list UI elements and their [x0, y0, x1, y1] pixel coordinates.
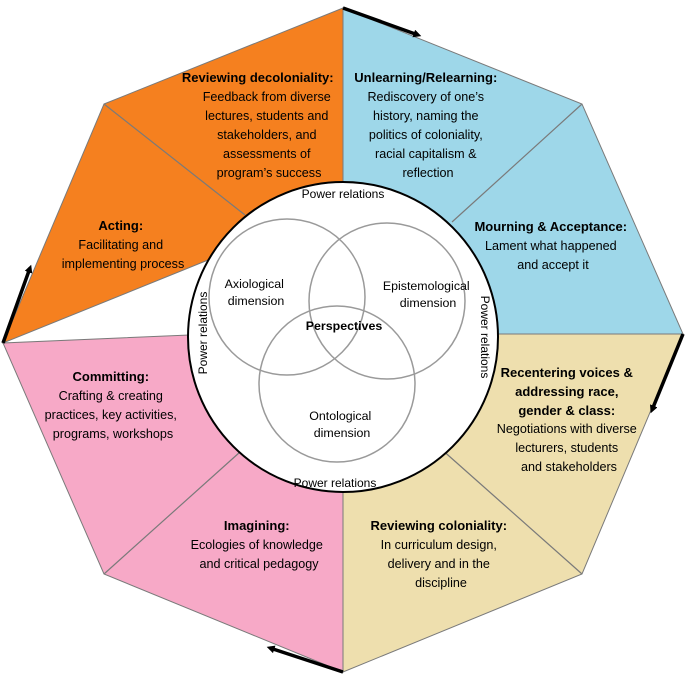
power-relations-right: Power relations	[478, 296, 492, 379]
ontological-label: Ontological dimension	[309, 409, 374, 440]
arrow-top	[342, 6, 422, 38]
center-circle	[187, 181, 499, 493]
mourning-acceptance-text: Mourning & Acceptance: Lament what happe…	[474, 218, 631, 272]
divider-tan	[439, 447, 583, 575]
reviewing-decoloniality-text: Reviewing decoloniality: Feedback from d…	[182, 69, 338, 180]
divider-blue	[451, 103, 583, 223]
reviewing-coloniality-text: Reviewing coloniality: In curriculum des…	[371, 517, 512, 590]
axiological-label: Axiological dimension	[225, 277, 288, 308]
power-relations-left: Power relations	[196, 292, 210, 375]
arrow-bottom	[266, 645, 344, 674]
arrow-right	[649, 333, 685, 414]
unlearning-relearning-text: Unlearning/Relearning: Rediscovery of on…	[354, 69, 501, 180]
power-relations-bottom: Power relations	[294, 476, 377, 490]
perspectives-label: Perspectives	[306, 319, 383, 333]
arrow-left	[1, 264, 33, 344]
committing-text: Committing: Crafting & creating practice…	[45, 368, 182, 441]
divider-orange	[103, 103, 246, 216]
divider-pink	[103, 451, 241, 575]
acting-text: Acting: Facilitating and implementing pr…	[62, 217, 185, 271]
power-relations-top: Power relations	[302, 187, 385, 201]
venn-axiological-circle	[208, 218, 366, 376]
recentering-voices-text: Recentering voices & addressing race, ge…	[497, 364, 641, 474]
venn-epistemological-circle	[308, 222, 466, 380]
epistemological-label: Epistemological dimension	[383, 279, 473, 310]
venn-ontological-circle	[258, 305, 416, 463]
imagining-text: Imagining: Ecologies of knowledge and cr…	[191, 517, 328, 571]
